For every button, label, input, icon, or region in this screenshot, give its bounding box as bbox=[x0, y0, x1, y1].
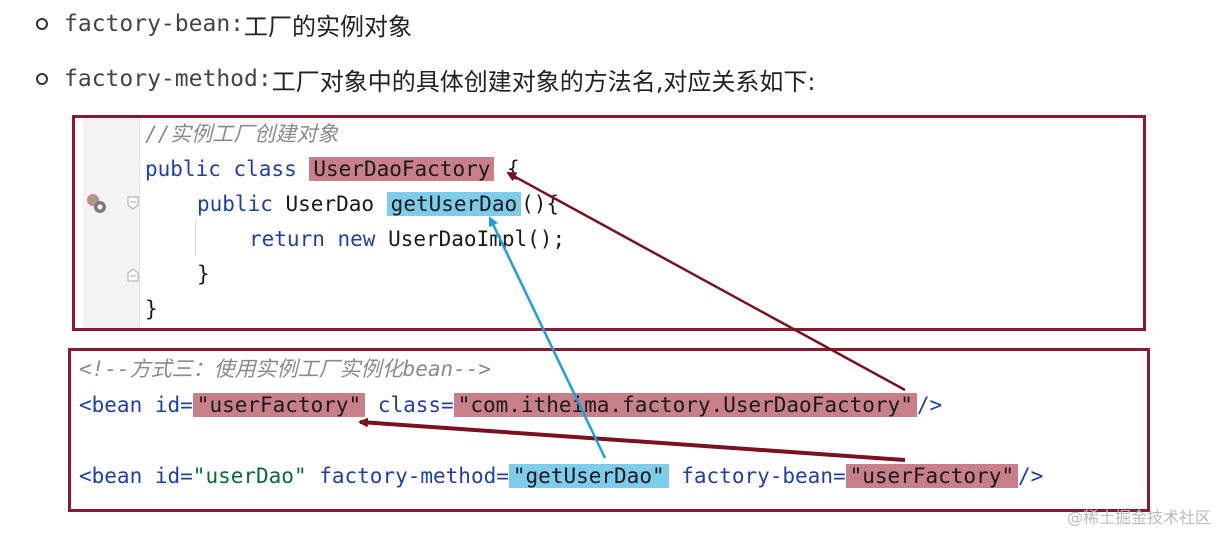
attr-class: class= bbox=[365, 393, 454, 417]
editor-gutter bbox=[83, 118, 140, 328]
indent-guide bbox=[195, 220, 196, 256]
brace: { bbox=[494, 157, 520, 181]
xml-comment: <!--方式三：使用实例工厂实例化bean--> bbox=[79, 357, 492, 381]
bullet-dot bbox=[36, 18, 48, 30]
class-name-highlight: UserDaoFactory bbox=[309, 157, 495, 181]
java-class-line: public class UserDaoFactory { bbox=[145, 153, 520, 185]
bullet-factory-method: factory-method: 工厂对象中的具体创建对象的方法名,对应关系如下: bbox=[36, 59, 815, 99]
factory-method-highlight: "getUserDao" bbox=[508, 464, 669, 488]
bullet-desc: 工厂对象中的具体创建对象的方法名,对应关系如下: bbox=[271, 67, 816, 96]
fold-marker-icon[interactable] bbox=[127, 196, 139, 210]
bullet-term: factory-method: bbox=[64, 66, 272, 92]
fold-end-icon[interactable] bbox=[127, 268, 139, 282]
keyword: public bbox=[197, 192, 286, 216]
java-method-line: public UserDao getUserDao(){ bbox=[197, 188, 559, 220]
watermark: @稀土掘金技术社区 bbox=[1066, 508, 1211, 527]
attr-factory-bean: factory-bean= bbox=[668, 464, 846, 488]
xml-code-block: <!--方式三：使用实例工厂实例化bean--> <bean id="userF… bbox=[68, 348, 1150, 512]
bullet-term: factory-bean: bbox=[64, 11, 245, 37]
java-comment: //实例工厂创建对象 bbox=[145, 122, 339, 146]
bullet-desc: 工厂的实例对象 bbox=[244, 12, 413, 41]
expression: UserDaoImpl(); bbox=[388, 227, 566, 251]
java-class-close: } bbox=[145, 297, 158, 321]
keyword: return new bbox=[249, 227, 389, 251]
paren: (){ bbox=[521, 192, 560, 216]
tag-close: /> bbox=[916, 393, 943, 417]
tag-open: <bean bbox=[79, 464, 155, 488]
attr-id: id= bbox=[154, 393, 193, 417]
factory-bean-highlight: "userFactory" bbox=[845, 464, 1018, 488]
java-return-line: return new UserDaoImpl(); bbox=[249, 223, 565, 255]
tag-open: <bean bbox=[79, 393, 155, 417]
keyword: public class bbox=[145, 157, 310, 181]
bullet-factory-bean: factory-bean: 工厂的实例对象 bbox=[36, 4, 412, 44]
attr-id: id= bbox=[154, 464, 193, 488]
method-name-highlight: getUserDao bbox=[386, 192, 522, 216]
attr-factory-method: factory-method= bbox=[306, 464, 509, 488]
tag-close: /> bbox=[1018, 464, 1044, 488]
class-value-highlight: "com.itheima.factory.UserDaoFactory" bbox=[453, 393, 917, 417]
xml-bean-factory-line: <bean id="userFactory" class="com.itheim… bbox=[79, 389, 942, 421]
user-dao-id-value: "userDao" bbox=[192, 464, 307, 488]
run-gutter-icon[interactable] bbox=[85, 192, 107, 214]
java-method-close: } bbox=[197, 262, 210, 286]
java-code-block: //实例工厂创建对象 public class UserDaoFactory {… bbox=[72, 115, 1146, 331]
bullet-dot bbox=[36, 73, 48, 85]
return-type: UserDao bbox=[285, 192, 387, 216]
user-factory-id-highlight: "userFactory" bbox=[192, 393, 366, 417]
xml-bean-dao-line: <bean id="userDao" factory-method="getUs… bbox=[79, 460, 1043, 492]
